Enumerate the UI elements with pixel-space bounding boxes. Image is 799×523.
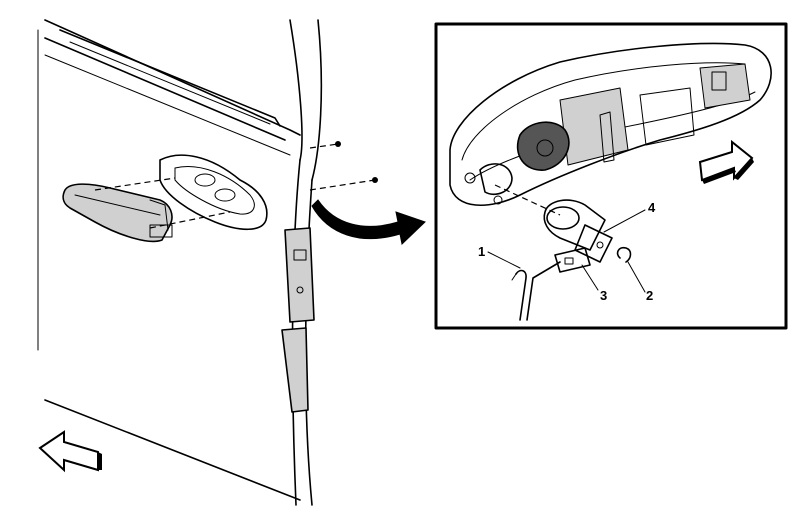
front-direction-arrow-left-icon <box>38 430 102 473</box>
actuator-rod <box>511 261 561 321</box>
latch-striker-plate <box>281 227 315 413</box>
callout-label-2: 2 <box>646 288 653 303</box>
handle-bezel-outline <box>159 154 268 231</box>
callout-label-1: 1 <box>478 244 485 259</box>
handle-rear-housing <box>449 42 772 206</box>
retaining-clip <box>616 246 632 263</box>
outside-door-handle <box>62 183 173 243</box>
callout-label-4: 4 <box>648 200 656 215</box>
callout-label-3: 3 <box>600 288 607 303</box>
curved-zoom-arrow-icon <box>311 199 426 245</box>
door-panel <box>37 19 323 506</box>
fastener-alignment-lines <box>94 141 378 229</box>
detail-inset-frame <box>434 22 788 330</box>
cylinder-alignment-line <box>494 184 561 216</box>
front-direction-arrow-right-icon <box>698 139 754 184</box>
lock-cylinder <box>543 199 613 263</box>
cylinder-retainer <box>554 247 591 273</box>
callout-leader-lines <box>487 209 646 293</box>
